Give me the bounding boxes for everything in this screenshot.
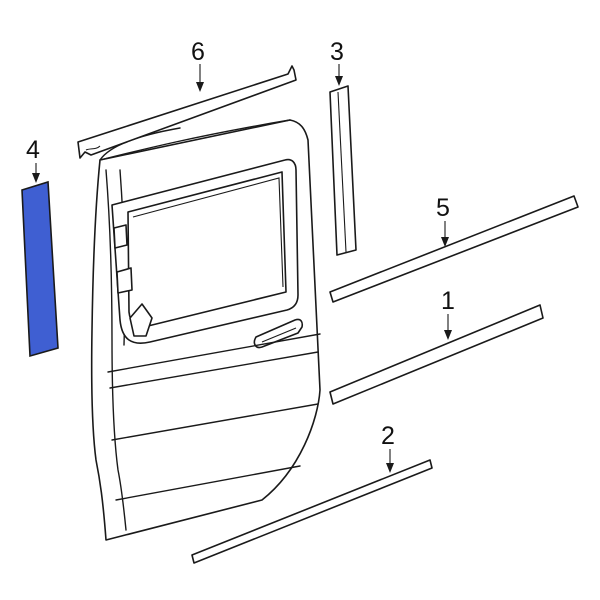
part-2-rocker-molding	[191, 459, 433, 564]
arrow-3	[335, 76, 343, 86]
sliding-door-shell	[90, 119, 321, 541]
part-5-belt-molding	[329, 195, 579, 303]
part-1-body-molding	[329, 304, 544, 405]
part-3-pillar-strip	[329, 85, 357, 256]
callout-3: 3	[330, 38, 344, 66]
part-4-applique-highlighted	[21, 180, 59, 358]
part-6-upper-rail	[77, 65, 297, 159]
arrow-5	[441, 237, 449, 247]
callout-2: 2	[381, 422, 395, 450]
callout-6: 6	[191, 38, 205, 66]
arrow-4	[32, 173, 40, 183]
callout-4: 4	[26, 136, 40, 164]
arrow-6	[196, 82, 204, 92]
callout-1: 1	[441, 287, 455, 315]
leader-arrows	[32, 64, 452, 473]
callout-labels: 6 3 4 5 1 2	[26, 38, 455, 450]
callout-5: 5	[436, 194, 450, 222]
arrow-1	[444, 330, 452, 340]
arrow-2	[386, 463, 394, 473]
